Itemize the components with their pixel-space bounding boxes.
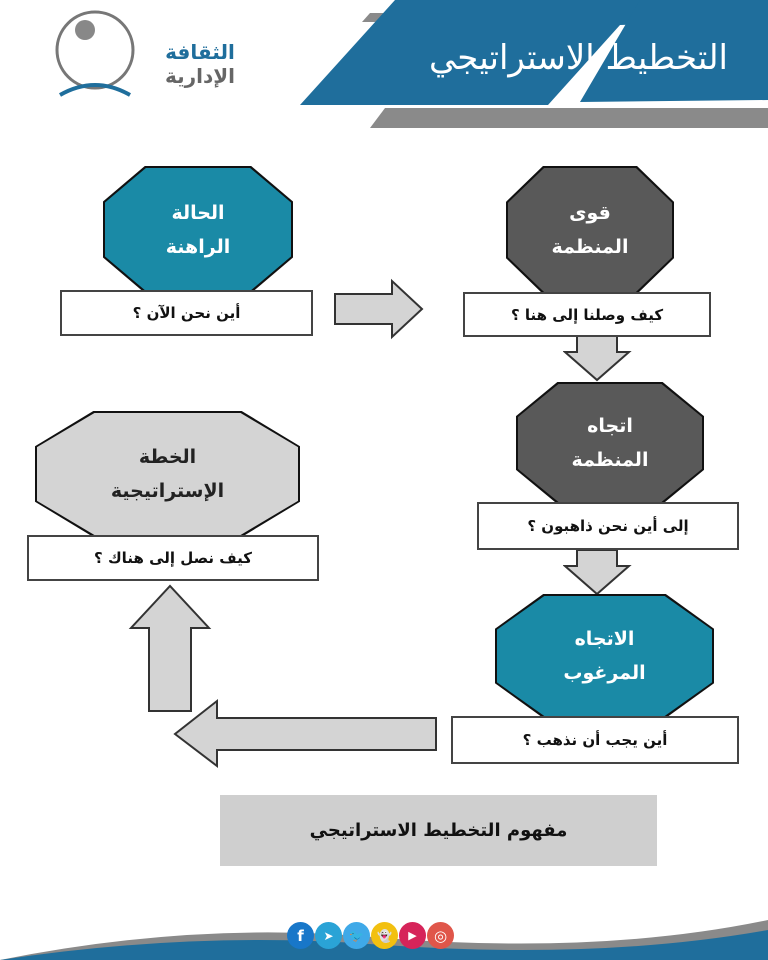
node-label: قوى	[569, 202, 611, 224]
twitter-icon[interactable]: 🐦	[343, 922, 370, 949]
node-label: الإستراتيجية	[110, 480, 225, 502]
logo-line-1: الثقافة	[165, 40, 235, 64]
node-label: الخطة	[138, 446, 197, 468]
logo-line-2: الإدارية	[165, 64, 236, 88]
node-current-state: الحالة الراهنة	[105, 168, 291, 291]
node-label: المنظمة	[551, 236, 629, 258]
snapchat-icon[interactable]: 👻	[371, 922, 398, 949]
node-label: اتجاه	[587, 415, 633, 437]
arrow-down-1	[563, 335, 632, 382]
facebook-icon[interactable]: f	[287, 922, 314, 949]
node-label: الاتجاه	[574, 628, 635, 650]
caption-text: مفهوم التخطيط الاستراتيجي	[309, 820, 568, 841]
question-box: أين يجب أن نذهب ؟	[451, 716, 739, 764]
arrow-right	[334, 278, 424, 340]
youtube-icon[interactable]: ▶	[399, 922, 426, 949]
question-box: أين نحن الآن ؟	[60, 290, 313, 336]
node-strategic-plan: الخطة الإستراتيجية	[37, 413, 298, 535]
node-label: المرغوب	[563, 662, 646, 684]
node-organization-forces: قوى المنظمة	[508, 168, 672, 292]
arrow-down-2	[563, 549, 632, 596]
social-icons: f ➤ 🐦 👻 ▶ ◎	[287, 922, 454, 949]
page-title: التخطيط الاستراتيجي	[428, 38, 728, 78]
question-box: إلى أين نحن ذاهبون ؟	[477, 502, 739, 550]
telegram-icon[interactable]: ➤	[315, 922, 342, 949]
question-box: كيف نصل إلى هناك ؟	[27, 535, 319, 581]
node-organization-direction: اتجاه المنظمة	[518, 384, 702, 502]
node-label: الحالة	[171, 201, 225, 224]
arrow-left	[173, 698, 437, 769]
instagram-icon[interactable]: ◎	[427, 922, 454, 949]
caption-box: مفهوم التخطيط الاستراتيجي	[220, 795, 657, 866]
node-label: المنظمة	[571, 449, 649, 471]
header-banner	[55, 0, 768, 128]
logo-text: الثقافة الإدارية	[165, 40, 235, 88]
arrow-up	[128, 584, 212, 712]
node-desired-direction: الاتجاه المرغوب	[497, 596, 712, 716]
question-box: كيف وصلنا إلى هنا ؟	[463, 292, 711, 337]
node-label: الراهنة	[165, 235, 231, 258]
